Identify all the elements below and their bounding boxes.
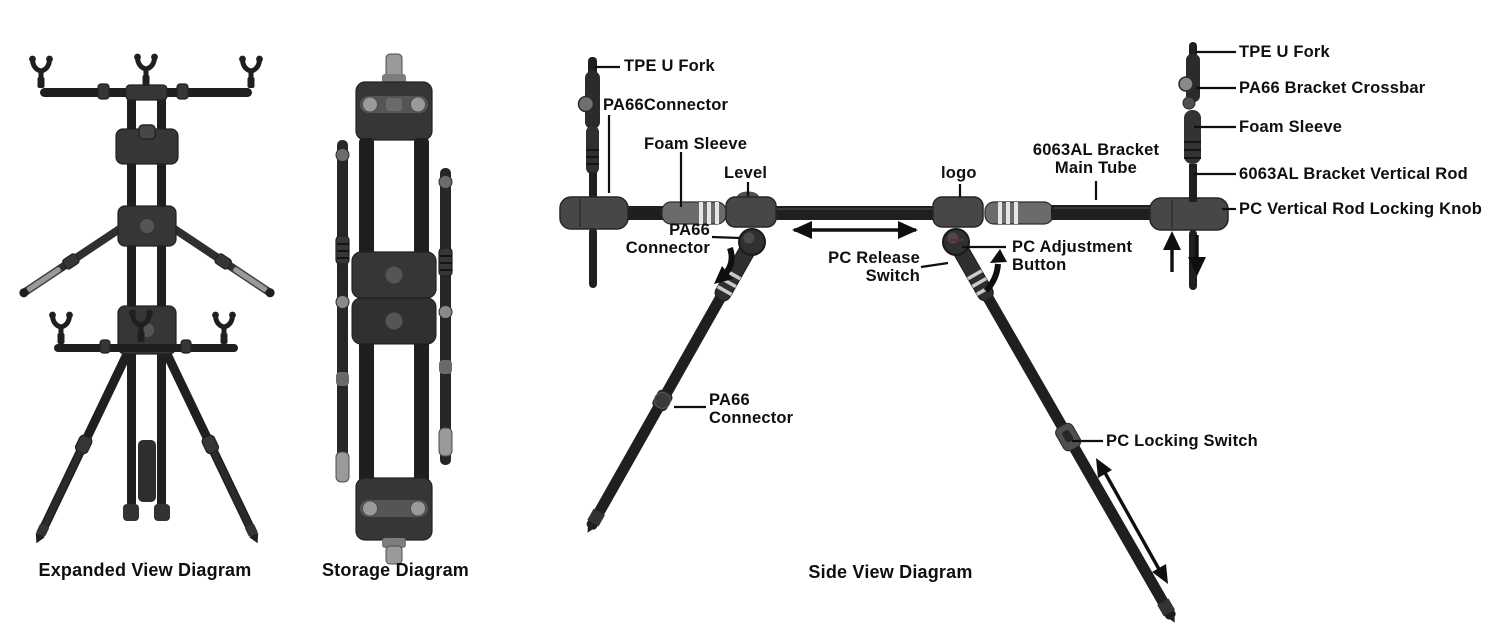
caption-storage: Storage Diagram	[321, 560, 470, 580]
fold-arrow-left-icon	[714, 247, 735, 284]
label-line: PA66	[709, 391, 750, 409]
label-tpe-u-fork-right: TPE U Fork	[1239, 43, 1330, 61]
fold-arrow-right-icon	[983, 249, 1007, 294]
label-line: 6063AL Bracket	[1032, 141, 1160, 159]
bottom-leg-right	[163, 351, 259, 544]
label-pc-locking-switch: PC Locking Switch	[1106, 432, 1258, 450]
u-fork-icon	[29, 56, 53, 88]
label-line: Button	[1012, 256, 1067, 274]
label-level: Level	[724, 164, 768, 182]
u-fork-icon	[212, 312, 236, 344]
label-line: Connector	[625, 239, 710, 257]
main-bar	[559, 191, 1229, 256]
left-vertical-rod	[577, 57, 600, 288]
mid-leg-right	[165, 221, 275, 298]
label-pa66-connector-top: PA66Connector	[603, 96, 729, 114]
expanded-view-figure	[19, 54, 275, 544]
rear-leg	[952, 240, 1176, 623]
label-bracket-vertical-rod: 6063AL Bracket Vertical Rod	[1239, 165, 1468, 183]
label-logo: logo	[941, 164, 977, 182]
label-line: PC Release	[828, 249, 920, 267]
mid-leg-left	[19, 221, 129, 298]
label-pa66-connector-lower: PA66 Connector	[709, 391, 793, 427]
up-arrow-icon	[1163, 231, 1181, 272]
label-line: Connector	[709, 409, 794, 427]
label-pc-adjustment-button: PC Adjustment Button	[1012, 238, 1132, 274]
u-fork-icon	[239, 56, 263, 88]
side-view-figure	[559, 42, 1236, 623]
label-tpe-u-fork-left: TPE U Fork	[624, 57, 715, 75]
label-pa66-connector-leg: PA66 Connector	[612, 221, 710, 257]
extend-arrow-diagonal-icon	[1096, 458, 1168, 584]
bottom-leg-left	[35, 351, 131, 544]
leader-lines	[594, 50, 1236, 443]
front-leg	[586, 240, 756, 533]
label-foam-sleeve-left: Foam Sleeve	[644, 135, 748, 153]
u-fork-icon	[134, 54, 158, 86]
label-foam-sleeve-right: Foam Sleeve	[1239, 118, 1343, 136]
label-vertical-rod-locking-knob: PC Vertical Rod Locking Knob	[1239, 200, 1483, 218]
storage-figure	[335, 53, 453, 565]
caption-expanded-view: Expanded View Diagram	[38, 560, 252, 580]
slide-arrow-horizontal-icon	[792, 221, 918, 239]
label-line: PA66	[669, 221, 710, 239]
u-fork-icon	[49, 312, 73, 344]
down-arrow-icon	[1188, 235, 1206, 276]
label-line: Switch	[865, 267, 920, 285]
label-pc-release-switch: PC Release Switch	[826, 249, 920, 285]
storage-side-rod-left	[335, 140, 350, 483]
caption-side-view: Side View Diagram	[808, 562, 973, 582]
label-pa66-bracket-crossbar: PA66 Bracket Crossbar	[1239, 79, 1426, 97]
foam-sleeve-right-part	[984, 201, 1054, 225]
label-main-tube: 6063AL Bracket Main Tube	[1020, 141, 1172, 177]
label-line: PC Adjustment	[1012, 238, 1133, 256]
storage-side-rod-right	[438, 168, 453, 465]
label-line: Main Tube	[1054, 159, 1138, 177]
